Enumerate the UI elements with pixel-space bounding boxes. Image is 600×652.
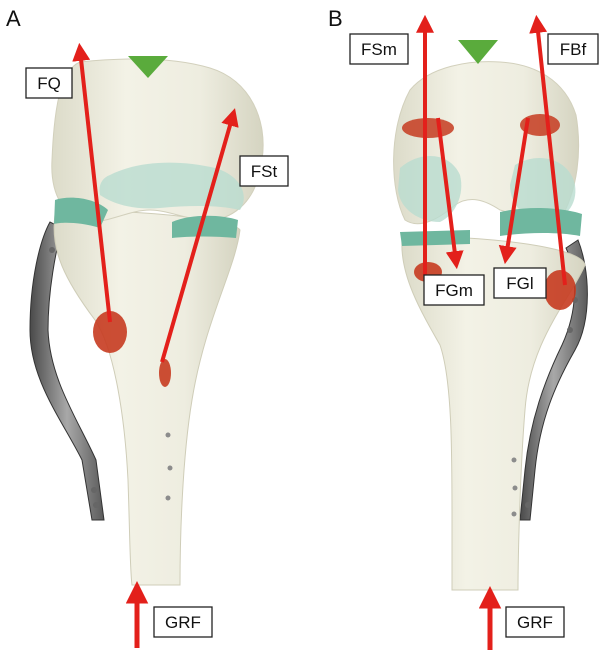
label-grf-b-text: GRF — [517, 613, 553, 632]
label-fst: FSt — [240, 156, 288, 186]
biceps-femoris-insertion — [544, 270, 576, 310]
label-fbf-text: FBf — [560, 40, 587, 59]
gastrocnemius-medial-origin — [402, 118, 454, 138]
panel-a-letter: A — [6, 6, 21, 31]
label-grf-a: GRF — [154, 607, 212, 637]
semitendinosus-insertion-a — [159, 359, 171, 387]
label-fst-text: FSt — [251, 162, 278, 181]
label-fgm: FGm — [424, 275, 484, 305]
label-fq: FQ — [26, 68, 72, 98]
label-fgm-text: FGm — [435, 281, 473, 300]
label-fq-text: FQ — [37, 74, 61, 93]
label-grf-b: GRF — [506, 607, 564, 637]
tibia-a — [54, 211, 240, 585]
label-grf-a-text: GRF — [165, 613, 201, 632]
meniscus-b — [400, 230, 470, 246]
label-fgl: FGl — [494, 268, 546, 298]
panel-b-letter: B — [328, 6, 343, 31]
panel-a: A FQ FSt — [6, 6, 288, 648]
label-fsm: FSm — [350, 34, 408, 64]
load-marker-b — [458, 40, 498, 64]
label-fgl-text: FGl — [506, 274, 533, 293]
label-fbf: FBf — [548, 34, 598, 64]
label-fsm-text: FSm — [361, 40, 397, 59]
panel-b: B FSm — [328, 6, 598, 650]
